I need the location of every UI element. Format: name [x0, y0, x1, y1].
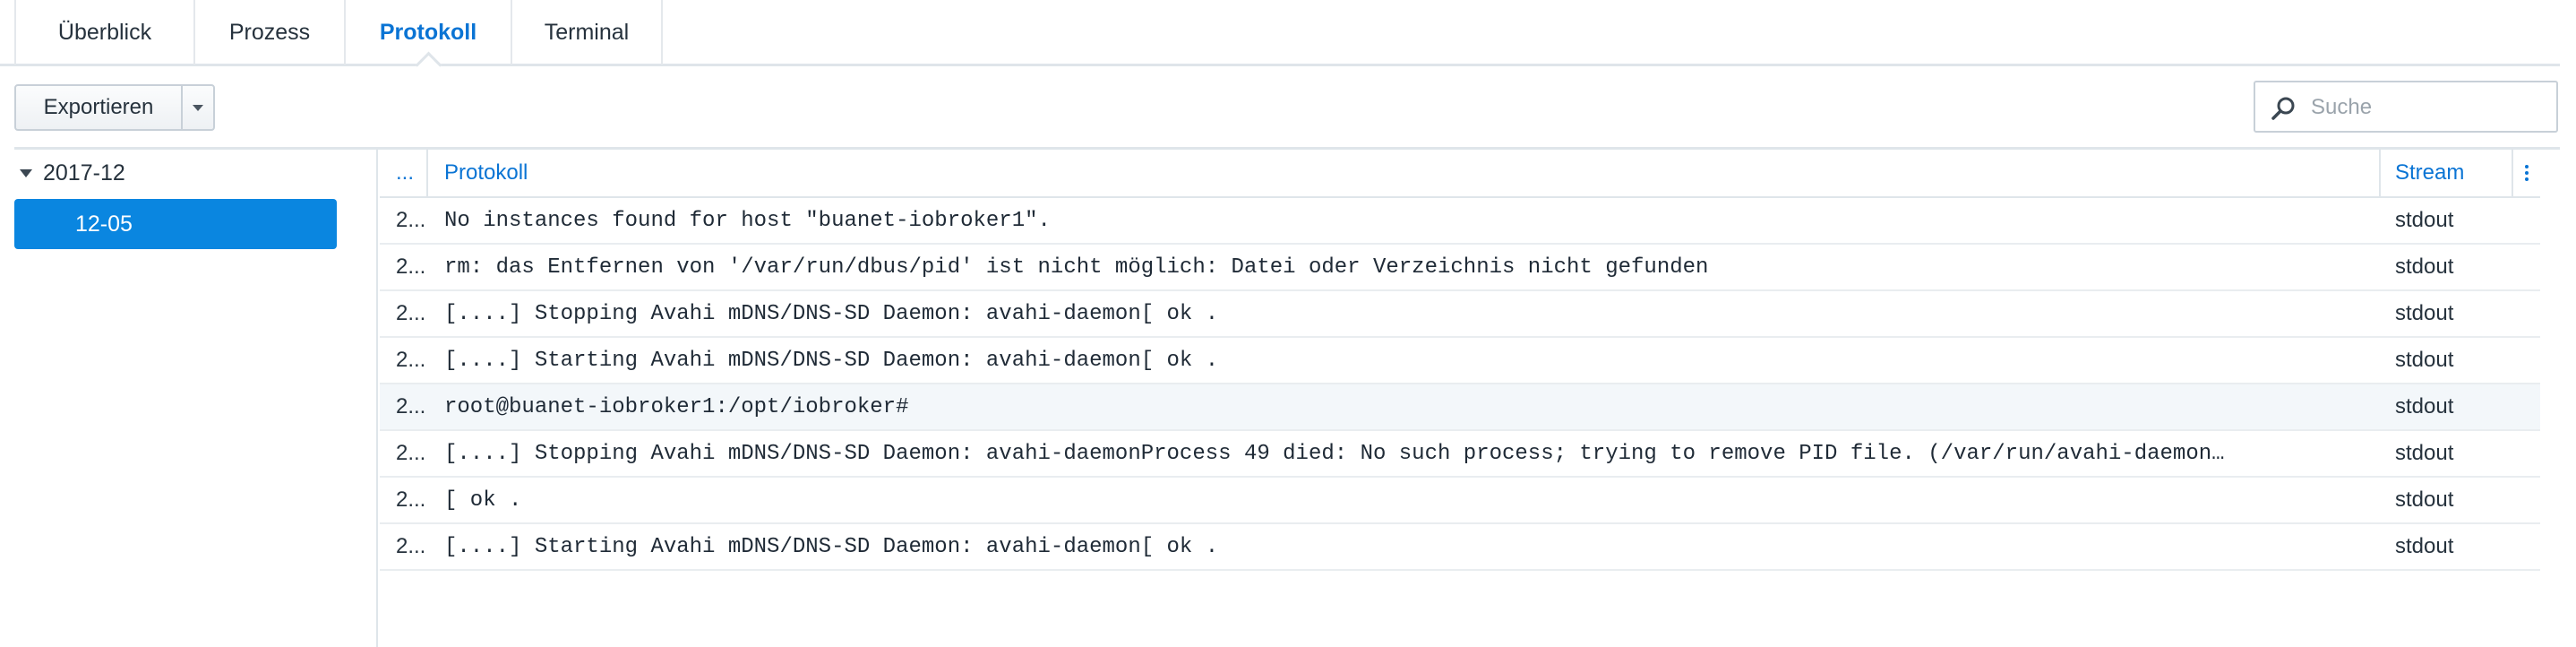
- column-header-stream[interactable]: Stream: [2381, 150, 2513, 196]
- tab-bar: Überblick Prozess Protokoll Terminal: [0, 0, 2560, 66]
- row-stream: stdout: [2395, 254, 2454, 279]
- toolbar: Exportieren: [0, 68, 2560, 147]
- table-row[interactable]: 2... [....] Starting Avahi mDNS/DNS-SD D…: [380, 524, 2540, 571]
- table-row-hovered[interactable]: 2... root@buanet-iobroker1:/opt/iobroker…: [380, 384, 2540, 431]
- table-header: ... Protokoll Stream: [380, 150, 2540, 198]
- row-stream: stdout: [2395, 441, 2454, 465]
- row-index: 2...: [396, 441, 426, 465]
- tree-node-year[interactable]: 2017-12: [20, 160, 125, 186]
- row-stream: stdout: [2395, 301, 2454, 325]
- table-row[interactable]: 2... rm: das Entfernen von '/var/run/dbu…: [380, 245, 2540, 291]
- tree-node-day-selected[interactable]: 12-05: [14, 199, 337, 249]
- export-split-button: Exportieren: [14, 84, 215, 131]
- table-row[interactable]: 2... [....] Stopping Avahi mDNS/DNS-SD D…: [380, 291, 2540, 338]
- search-box: [2254, 81, 2558, 133]
- row-log: [....] Stopping Avahi mDNS/DNS-SD Daemon…: [444, 301, 1219, 326]
- row-stream: stdout: [2395, 534, 2454, 558]
- tab-overview[interactable]: Überblick: [14, 0, 195, 65]
- tab-log[interactable]: Protokoll: [346, 0, 512, 65]
- expand-caret-icon[interactable]: [20, 169, 32, 177]
- row-log: [ ok .: [444, 487, 522, 513]
- row-log: root@buanet-iobroker1:/opt/iobroker#: [444, 394, 909, 419]
- tree-node-year-label: 2017-12: [43, 160, 125, 185]
- row-index: 2...: [396, 394, 426, 418]
- row-stream: stdout: [2395, 394, 2454, 418]
- row-log: No instances found for host "buanet-iobr…: [444, 208, 1051, 233]
- row-index: 2...: [396, 348, 426, 372]
- search-icon: [2271, 97, 2295, 120]
- chevron-down-icon: [193, 104, 203, 111]
- row-index: 2...: [396, 208, 426, 232]
- export-button[interactable]: Exportieren: [16, 86, 183, 129]
- row-index: 2...: [396, 301, 426, 325]
- kebab-menu-icon: [2525, 165, 2529, 181]
- table-row[interactable]: 2... [....] Stopping Avahi mDNS/DNS-SD D…: [380, 431, 2540, 478]
- table-row[interactable]: 2... [....] Starting Avahi mDNS/DNS-SD D…: [380, 338, 2540, 384]
- table-row[interactable]: 2... No instances found for host "buanet…: [380, 198, 2540, 245]
- column-header-log[interactable]: Protokoll: [428, 150, 2381, 196]
- row-log: [....] Starting Avahi mDNS/DNS-SD Daemon…: [444, 534, 1219, 559]
- row-index: 2...: [396, 534, 426, 558]
- date-tree: 2017-12 12-05: [0, 150, 378, 647]
- row-stream: stdout: [2395, 487, 2454, 512]
- tab-terminal[interactable]: Terminal: [512, 0, 663, 65]
- column-menu-button[interactable]: [2513, 150, 2540, 196]
- row-log: rm: das Entfernen von '/var/run/dbus/pid…: [444, 254, 1709, 280]
- row-index: 2...: [396, 254, 426, 279]
- log-table: ... Protokoll Stream 2... No instances f…: [380, 150, 2540, 571]
- search-input[interactable]: [2309, 88, 2546, 127]
- row-index: 2...: [396, 487, 426, 512]
- column-header-index[interactable]: ...: [380, 150, 428, 196]
- table-row[interactable]: 2... [ ok . stdout: [380, 478, 2540, 524]
- row-stream: stdout: [2395, 348, 2454, 372]
- row-log: [....] Stopping Avahi mDNS/DNS-SD Daemon…: [444, 441, 2225, 466]
- export-dropdown-button[interactable]: [183, 86, 213, 129]
- toolbar-divider: [14, 147, 2560, 150]
- row-stream: stdout: [2395, 208, 2454, 232]
- tree-node-day-label: 12-05: [75, 211, 133, 237]
- row-log: [....] Starting Avahi mDNS/DNS-SD Daemon…: [444, 348, 1219, 373]
- tab-process[interactable]: Prozess: [195, 0, 346, 65]
